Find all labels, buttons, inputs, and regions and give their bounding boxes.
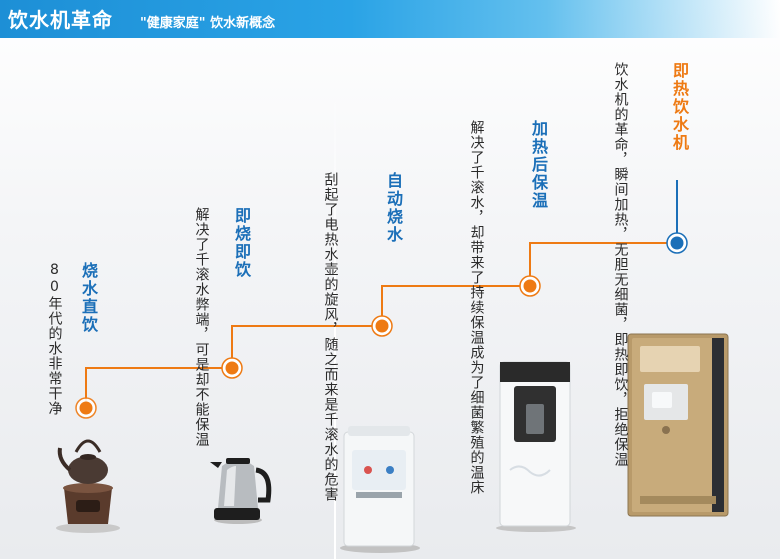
step-4-line-2: 来了持续保温成为了: [468, 255, 485, 390]
page-title: 饮水机革命: [8, 8, 113, 32]
step-3-description: 刮起了电热水壶的旋风，随之而来是千滚水的危害: [321, 172, 339, 502]
light-divider: [334, 80, 336, 559]
step-3-line-1: 刮起了电热水壶的: [322, 172, 339, 292]
step-4-line-3: 细菌繁殖的温床: [468, 390, 485, 495]
step-1-line-2: 常干净: [46, 371, 63, 416]
timeline-marker-1: [75, 397, 97, 419]
step-3-line-3: 千滚水的危害: [322, 412, 339, 502]
step-1-line-1: 80年代的水非: [46, 262, 63, 371]
electric-kettle-icon: [210, 458, 272, 524]
step-2-line-1: 解决了千滚水弊端，: [193, 207, 210, 342]
step-3-line-2: 旋风，随之而来是: [322, 292, 339, 412]
instant-heater-icon: [627, 333, 729, 517]
step-1-description: 80年代的水非常干净: [45, 262, 63, 416]
teapot-stove-icon: [56, 439, 120, 533]
page-subtitle: "健康家庭" 饮水新概念: [140, 16, 276, 31]
water-dispenser-icon: [340, 426, 420, 553]
timeline-marker-2: [221, 357, 243, 379]
step-5-title: 即热饮水机: [670, 62, 689, 152]
timeline-marker-4: [519, 275, 541, 297]
step-2-line-2: 可是却不能保温: [193, 342, 210, 447]
header-banner: 饮水机革命 "健康家庭" 饮水新概念: [0, 0, 780, 38]
step-2-title: 即烧即饮: [232, 207, 251, 279]
timeline-marker-5: [666, 232, 688, 254]
step-5-description: 饮水机的革命，瞬间加热，无胆无细菌，即热即饮，拒绝保温: [611, 62, 629, 467]
step-4-description: 解决了千滚水，却带来了持续保温成为了细菌繁殖的温床: [467, 120, 485, 495]
step-2-description: 解决了千滚水弊端，可是却不能保温: [192, 207, 210, 447]
step-1-title: 烧水直饮: [79, 262, 98, 334]
step-5-line-1: 饮水机的革命，瞬间加: [612, 62, 629, 212]
step-3-title: 自动烧水: [384, 172, 403, 244]
step-5-line-2: 热，无胆无细菌，即热: [612, 212, 629, 362]
step-5-line-3: 即饮，拒绝保温: [612, 362, 629, 467]
standing-dispenser-icon: [496, 361, 576, 532]
timeline-marker-3: [371, 315, 393, 337]
step-4-line-1: 解决了千滚水，却带: [468, 120, 485, 255]
step-4-title: 加热后保温: [529, 120, 548, 210]
